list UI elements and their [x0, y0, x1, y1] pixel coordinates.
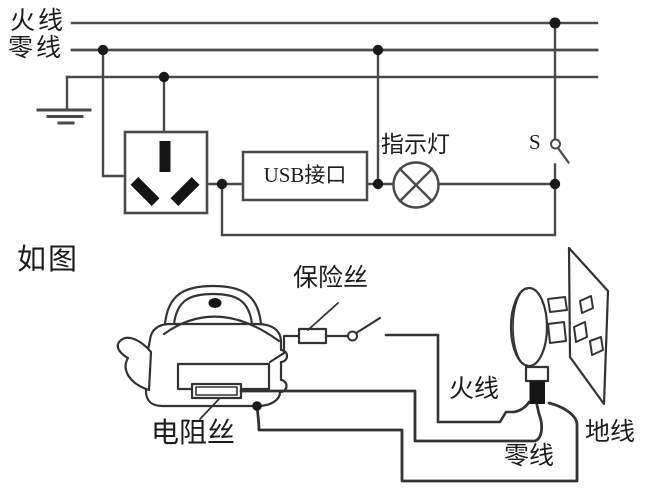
plug-disk-rim — [512, 288, 528, 366]
fuse-symbol — [297, 327, 328, 345]
top-circuit — [36, 17, 599, 237]
plug-base — [529, 381, 545, 404]
plate-hole-top — [579, 295, 594, 314]
switch-label: S — [529, 130, 541, 154]
kettle-to-fuse-wire — [268, 334, 301, 364]
socket-left-pin — [130, 177, 160, 206]
earth-cord — [255, 401, 579, 483]
ground-symbol — [36, 75, 92, 125]
neutral-cord — [239, 389, 544, 443]
kettle-switch-pivot — [347, 330, 358, 342]
socket-earth-pin — [159, 141, 171, 172]
neutral-wire-label-top: 零线 — [8, 35, 65, 62]
earth-junction-dot — [252, 401, 262, 411]
three-prong-socket-symbol — [123, 130, 209, 215]
kettle-switch-blade — [355, 316, 382, 334]
neutral-drop-wire — [101, 48, 127, 178]
live-wire-label-bottom: 火线 — [449, 376, 500, 403]
return-wire — [220, 182, 557, 237]
plug-pin-upper — [547, 296, 568, 313]
kettle-body — [144, 322, 289, 408]
switch-blade — [556, 146, 571, 165]
resistance-label-pointer — [199, 398, 220, 420]
live-wire-label-top: 火线 — [10, 8, 67, 35]
plug-collar — [524, 365, 550, 383]
kettle-handle — [163, 284, 263, 326]
earth-wire-label: 地线 — [585, 419, 636, 446]
wall-socket-plate — [567, 246, 610, 406]
plug-pin-lower — [547, 321, 567, 344]
plate-hole-middle — [573, 321, 588, 343]
indicator-lamp-symbol — [392, 161, 440, 209]
fuse-label-pointer — [307, 302, 339, 331]
live-cord — [384, 333, 531, 424]
kettle-circuit — [116, 246, 610, 483]
kettle-spout — [116, 336, 153, 392]
junction-dots — [97, 17, 561, 190]
kettle-lid-knob — [208, 298, 222, 308]
plate-hole-bottom — [589, 336, 604, 356]
resistance-wire-label: 电阻丝 — [151, 418, 236, 449]
plug-disk — [509, 286, 549, 368]
kettle-lid — [162, 315, 281, 343]
indicator-lamp-label: 指示灯 — [381, 132, 450, 157]
plug — [509, 286, 568, 404]
switch-s-symbol — [550, 21, 571, 186]
neutral-wire-label-bottom: 零线 — [504, 443, 555, 470]
usb-port-label: USB接口 — [263, 163, 347, 187]
socket-right-pin — [170, 177, 200, 206]
fuse-label: 保险丝 — [293, 265, 369, 292]
usb-port-box — [241, 150, 369, 202]
caption-text: 、如图 — [0, 244, 80, 276]
heating-element — [190, 382, 243, 400]
